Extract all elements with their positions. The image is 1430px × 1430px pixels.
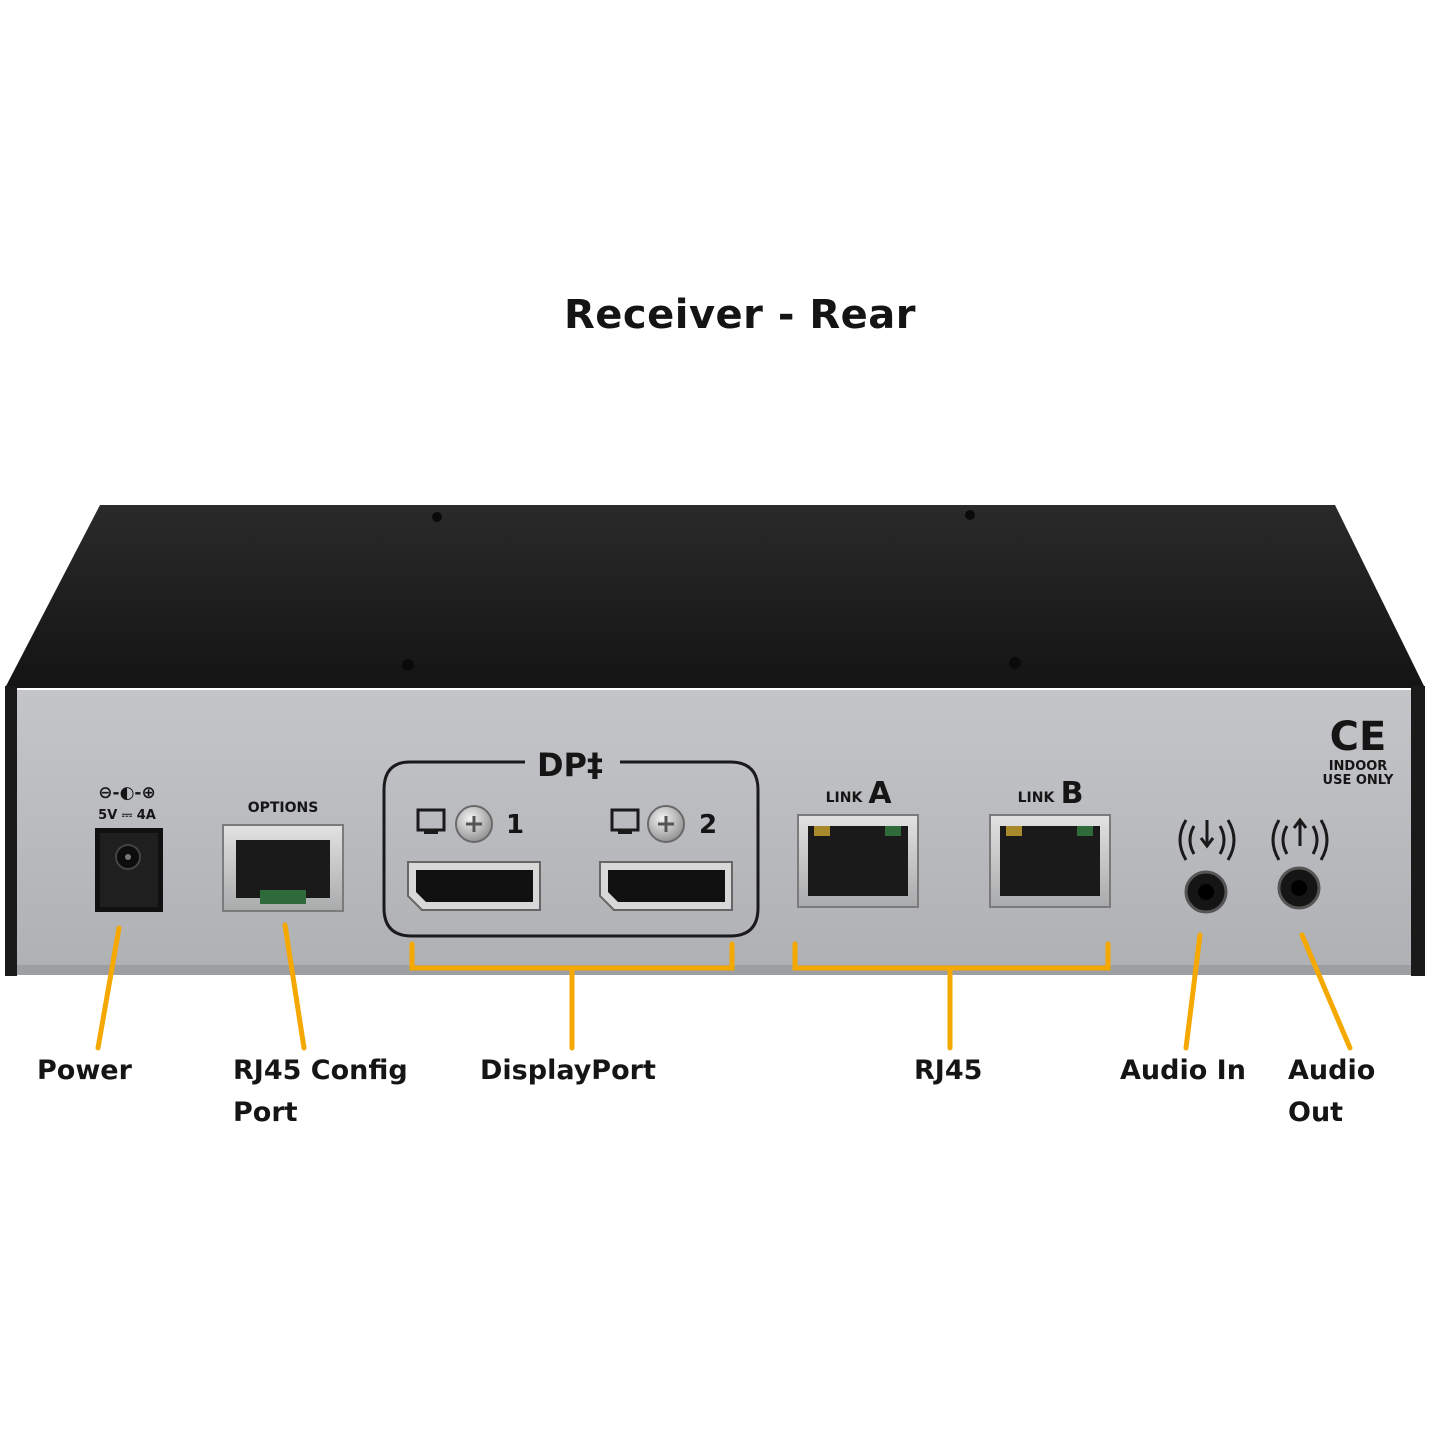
audio-in-callout-line [1183, 932, 1203, 1051]
page-title: Receiver - Rear [563, 292, 916, 338]
title-area: Receiver - Rear [0, 0, 1430, 360]
dp-port-number-2: 2 [699, 810, 717, 840]
options-rj45-port: OPTIONS [222, 800, 344, 912]
audio-out-jack [1271, 817, 1329, 910]
options-label: OPTIONS [248, 800, 319, 816]
link-b-rj45-port: LINK B [989, 776, 1111, 908]
use-only-label: USE ONLY [1323, 773, 1395, 788]
dp-port-number-1: 1 [506, 810, 524, 840]
ce-mark: CE INDOOR USE ONLY [1323, 714, 1395, 788]
chassis-top [5, 505, 1425, 688]
callout-power: Power [37, 1055, 132, 1086]
displayport-group: DP‡ 1 2 [382, 746, 760, 938]
callout-displayport: DisplayPort [480, 1055, 656, 1086]
link-b-letter: B [1061, 776, 1084, 811]
chassis-right-side [1411, 686, 1425, 976]
callout-audio-out: Audio Out [1288, 1055, 1376, 1128]
power-callout-line [95, 925, 122, 1051]
audio-in-jack [1178, 819, 1236, 914]
ce-mark-text: CE [1330, 714, 1387, 760]
link-a-rj45-port: LINK A [797, 776, 919, 908]
power-jack: ⊖-◐-⊕ 5V ⎓ 4A [95, 783, 163, 912]
indoor-label: INDOOR [1329, 759, 1388, 774]
audio-out-callout-line [1299, 932, 1353, 1051]
callout-rj45-config-line2: Port [233, 1097, 298, 1128]
callout-rj45: RJ45 [914, 1055, 983, 1086]
power-rating-label: 5V ⎓ 4A [98, 808, 156, 823]
rj45-config-callout-line [282, 922, 307, 1051]
link-a-letter: A [868, 776, 892, 811]
audio-in-icon [1178, 819, 1236, 861]
callout-audio-in: Audio In [1120, 1055, 1246, 1086]
link-a-prefix: LINK [826, 790, 864, 806]
link-b-prefix: LINK [1018, 790, 1056, 806]
callout-lines [95, 922, 1353, 1051]
power-polarity-label: ⊖-◐-⊕ [98, 783, 155, 803]
callout-rj45-config-line1: RJ45 Config [233, 1055, 408, 1086]
dp-label: DP‡ [537, 746, 603, 784]
audio-out-icon [1271, 817, 1329, 861]
chassis-left-side [5, 686, 17, 976]
